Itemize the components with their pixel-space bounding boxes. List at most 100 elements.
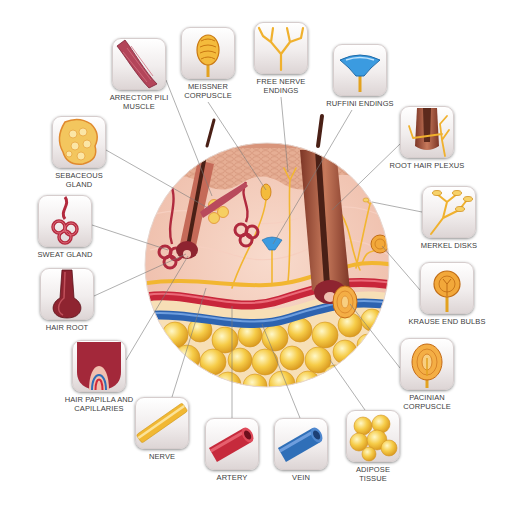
nerve-icon <box>136 403 188 443</box>
root-hair-icon <box>409 116 449 156</box>
icon-tile: ADIPOSE TISSUE <box>346 410 400 462</box>
hair-shaft <box>318 116 322 146</box>
papilla-icon <box>96 380 103 391</box>
free-nerve-icon <box>259 28 303 70</box>
papilla-icon <box>77 342 121 390</box>
fat-globules <box>333 340 357 364</box>
merkel-icon <box>433 191 473 212</box>
krause-icon <box>439 276 455 292</box>
merkel-icon <box>464 197 473 202</box>
ruffini-icon <box>346 58 374 61</box>
caption-block: FREE NERVE ENDINGS <box>251 77 311 95</box>
skin-section <box>140 140 400 400</box>
part-label: MERKEL DISKS <box>414 241 484 250</box>
sweat-gland <box>159 182 258 268</box>
part-label: SEBACEOUS GLAND <box>49 171 109 189</box>
sweat-gland <box>164 256 176 268</box>
caption-block: VEIN <box>271 473 331 482</box>
part-label: KRAUSE END BULBS <box>402 317 492 326</box>
root-hair-icon <box>415 108 439 150</box>
icon-tile: SEBACEOUS GLAND <box>52 116 106 168</box>
icon-tile: ARTERY <box>205 418 259 470</box>
caption-block: MERKEL DISKS <box>414 241 484 250</box>
sweat-gland-icon <box>53 221 65 233</box>
fat-globules <box>347 359 369 381</box>
papilla-icon <box>92 375 106 390</box>
sweat-gland-icon <box>59 231 71 243</box>
icon-tile: KRAUSE END BULBS <box>420 262 474 314</box>
hair-follicle <box>300 150 350 297</box>
sweat-gland <box>240 234 252 246</box>
caption-block: RUFFINI ENDINGS <box>318 99 403 108</box>
sebaceous-icon <box>71 142 79 150</box>
merkel-icon <box>431 194 467 234</box>
pacinian-receptor <box>337 291 353 313</box>
pacinian-icon <box>412 344 442 388</box>
nerve-fibres <box>140 263 400 285</box>
section-outline <box>145 143 389 387</box>
caption-block: NERVE <box>132 452 192 461</box>
krause-icon <box>434 271 460 297</box>
sweat-gland-icon <box>53 221 77 243</box>
part-label: NERVE <box>132 452 192 461</box>
sweat-gland-icon <box>65 223 77 235</box>
part-label: ARTERY <box>202 473 262 482</box>
leader-line <box>126 256 188 360</box>
fat-globules <box>228 348 252 372</box>
merkel-icon <box>453 191 462 196</box>
sweat-gland-icon <box>65 223 77 235</box>
artery-icon <box>209 428 252 462</box>
leader-line <box>208 102 266 190</box>
caption-block: ARRECTOR PILI MUSCLE <box>104 93 174 111</box>
artery-icon <box>210 430 246 453</box>
sebaceous-icon <box>79 128 87 136</box>
fat-globules <box>162 322 188 348</box>
sebaceous-icon <box>83 140 91 148</box>
leader-line <box>273 110 352 244</box>
artery-icon <box>242 429 252 441</box>
sebaceous-gland <box>209 213 220 224</box>
part-label: ROOT HAIR PLEXUS <box>382 161 472 170</box>
papilla-icon <box>77 342 121 390</box>
nerve-fibres <box>232 200 266 288</box>
nerve-fibres <box>356 199 375 268</box>
merkel-icon <box>433 191 442 196</box>
leader-line <box>92 225 168 250</box>
sweat-gland-icon <box>63 197 66 219</box>
icon-tile: ROOT HAIR PLEXUS <box>400 106 454 158</box>
fat-globules <box>188 373 212 397</box>
merkel-receptor <box>363 198 369 202</box>
pacinian-receptor <box>342 296 349 308</box>
meissner-icon <box>200 39 216 59</box>
arrector-icon <box>117 40 157 88</box>
leader-line <box>172 288 206 397</box>
vein-icon <box>279 430 315 453</box>
papilla-icon <box>89 366 109 390</box>
part-label: SWEAT GLAND <box>30 250 100 259</box>
fat-globules <box>312 322 338 348</box>
caption-block: ARTERY <box>202 473 262 482</box>
ruffini-icon <box>359 74 362 92</box>
nerve-fibres <box>284 168 296 282</box>
pacinian-icon <box>417 349 437 375</box>
merkel-icon <box>456 207 465 212</box>
caption-block: PACINIAN CORPUSCLE <box>392 393 462 411</box>
meissner-receptor <box>261 184 271 200</box>
leader-line <box>350 304 400 368</box>
fat-globules <box>163 370 187 394</box>
part-label: FREE NERVE ENDINGS <box>251 77 311 95</box>
pacinian-icon <box>422 354 432 370</box>
icon-tile: SWEAT GLAND <box>38 195 92 247</box>
hair-shaft <box>207 120 214 146</box>
pacinian-receptor <box>333 286 357 318</box>
icon-tile: HAIR ROOT <box>40 268 94 320</box>
leader-line <box>281 97 288 172</box>
sebaceous-icon <box>77 152 85 160</box>
icon-tile: MEISSNER CORPUSCLE <box>181 27 235 79</box>
leader-line <box>332 144 400 210</box>
caption-block: KRAUSE END BULBS <box>402 317 492 326</box>
caption-block: HAIR ROOT <box>32 323 102 332</box>
fat-globules <box>148 346 172 370</box>
adipose-icon <box>354 417 372 435</box>
